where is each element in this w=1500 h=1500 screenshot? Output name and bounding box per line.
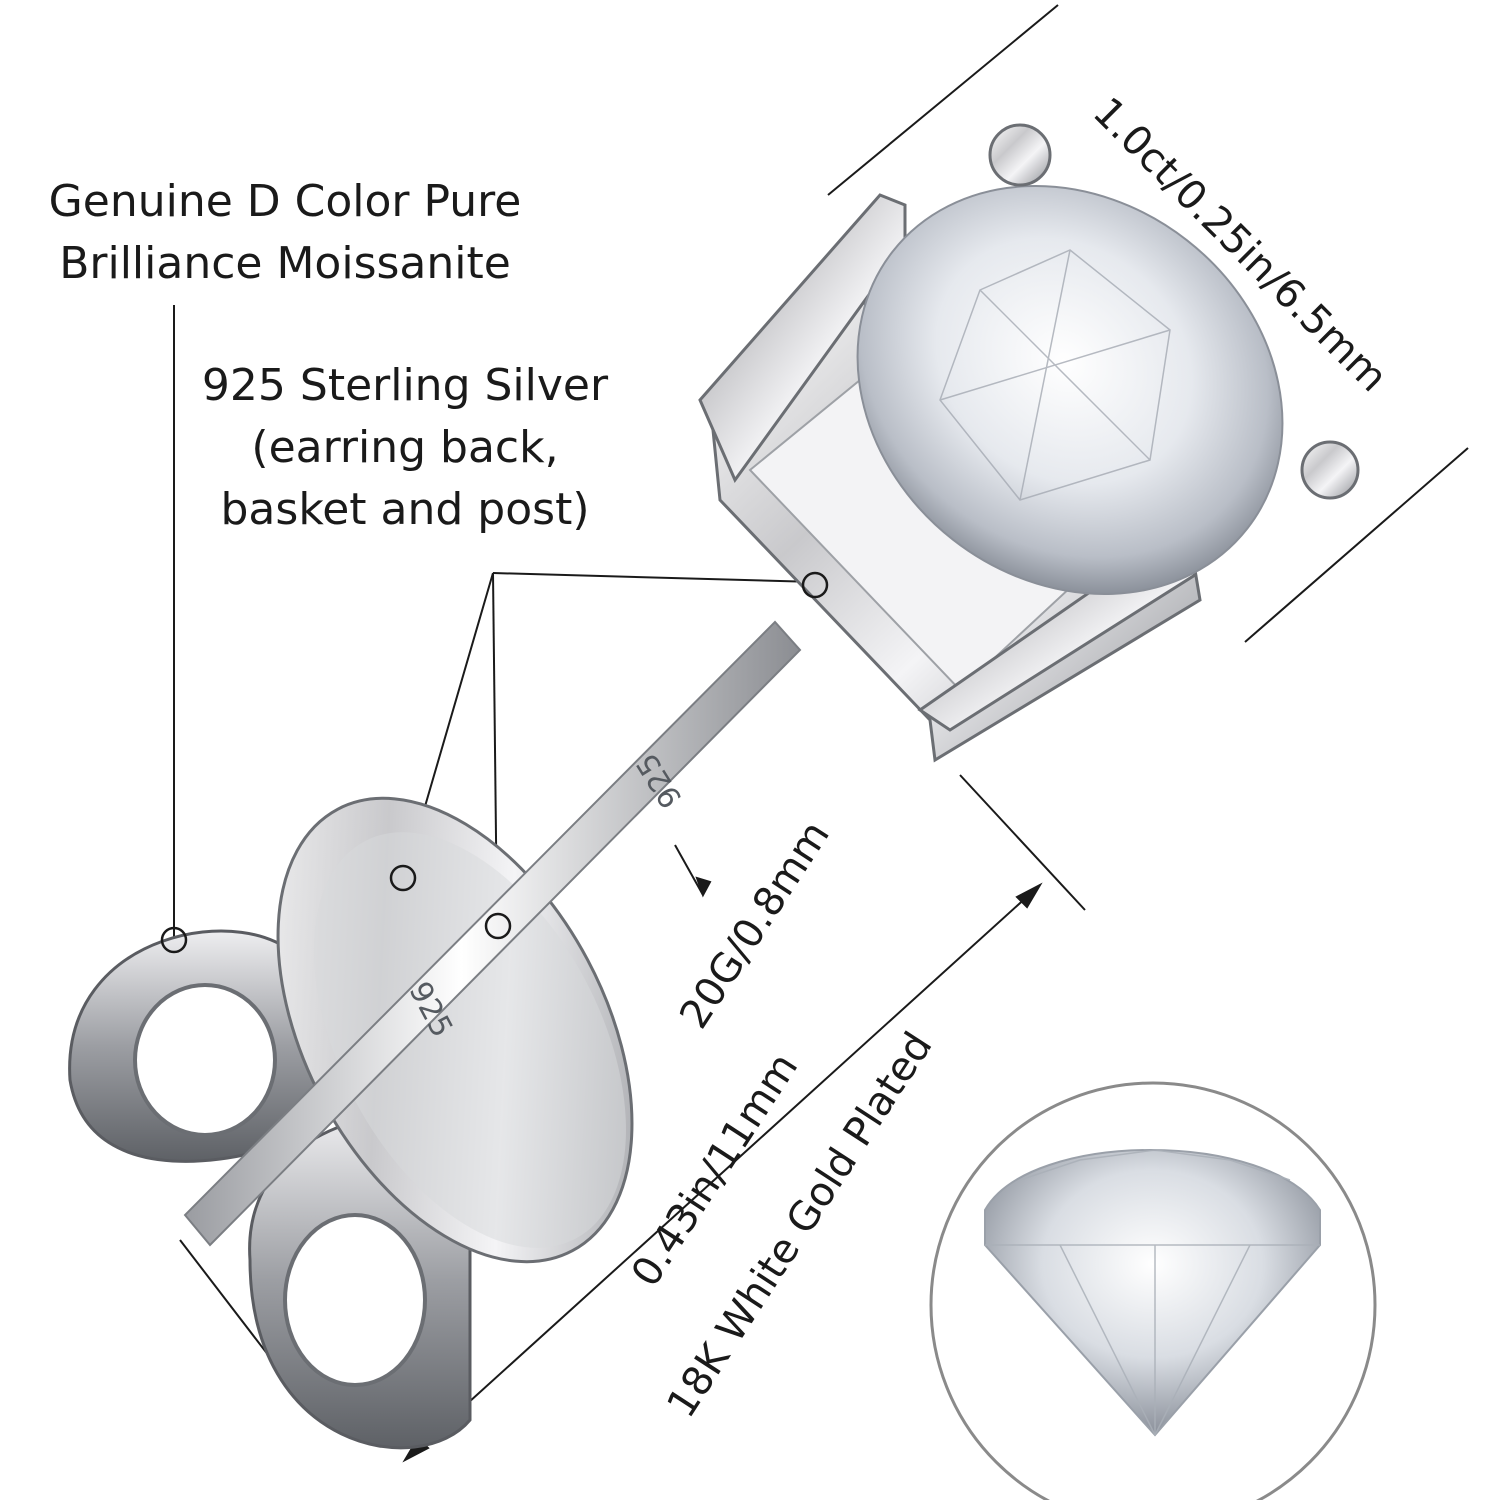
earring-back-illustration	[68, 796, 634, 1450]
silver-callout-line2: (earring back,	[251, 422, 559, 473]
basket-setting-illustration	[698, 123, 1360, 763]
moissanite-callout-line2: Brilliance Moissanite	[59, 238, 511, 289]
stone-size-dimension	[827, 4, 1469, 643]
moissanite-callout-line1: Genuine D Color Pure	[48, 176, 522, 227]
callout-dots	[160, 571, 829, 954]
silver-callout-line1: 925 Sterling Silver	[201, 360, 609, 411]
earring-post-illustration	[183, 620, 802, 1247]
loose-stone-inset	[929, 1081, 1377, 1500]
silver-callout-line3: basket and post)	[220, 484, 590, 535]
